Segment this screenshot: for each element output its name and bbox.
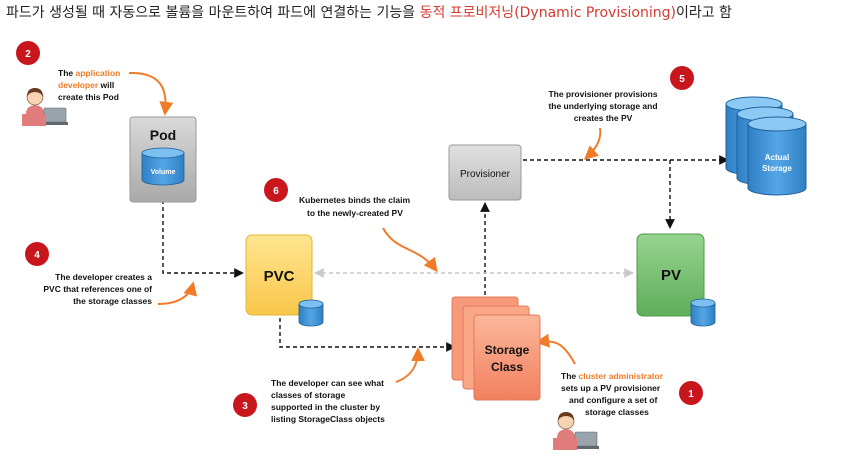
svg-text:3: 3	[242, 401, 248, 412]
pv-cylinder-icon	[690, 298, 716, 327]
step5-arrow	[583, 127, 602, 160]
pod-to-pvc-connector	[162, 200, 244, 278]
caption-text: 파드가 생성될 때 자동으로 볼륨을 마운트하여 파드에 연결하는 기능을	[6, 5, 420, 21]
step-badge-2: 2	[16, 41, 40, 65]
step1-text-line2: sets up a PV provisioner	[561, 383, 661, 393]
page-caption: 파드가 생성될 때 자동으로 볼륨을 마운트하여 파드에 연결하는 기능을 동적…	[6, 2, 732, 22]
pv-node: PV	[636, 233, 716, 327]
caption-text-end: 이라고 함	[675, 5, 732, 21]
step3-text-line2: classes of storage	[271, 390, 345, 400]
step2-text-line2: developer will	[58, 80, 114, 90]
svg-text:6: 6	[273, 186, 279, 197]
actual-storage-node: Actual Storage	[725, 96, 807, 196]
step-badge-4: 4	[25, 242, 49, 266]
step5-text-line3: creates the PV	[574, 113, 633, 123]
storage-class-label-line1: Storage	[485, 343, 530, 357]
step6-text-line1: Kubernetes binds the claim	[299, 195, 410, 205]
storage-class-node: Storage Class	[451, 296, 541, 401]
annotation-arrows	[128, 71, 602, 383]
svg-text:5: 5	[679, 74, 685, 85]
svg-text:2: 2	[25, 49, 31, 60]
step3-text-line4: listing StorageClass objects	[271, 414, 385, 424]
step4-text-line3: the storage classes	[73, 296, 152, 306]
svg-text:4: 4	[34, 250, 40, 261]
step4-text-line2: PVC that references one of	[43, 284, 152, 294]
caption-highlight: 동적 프로비저닝(Dynamic Provisioning)	[419, 5, 676, 21]
storage-cylinder-icon	[747, 116, 807, 196]
developer-person-icon	[22, 88, 68, 126]
step1-text-line1: The cluster administrator	[561, 371, 664, 381]
volume-cylinder-icon	[141, 147, 185, 186]
svg-text:1: 1	[688, 389, 694, 400]
step1-text-line3: and configure a set of	[569, 395, 657, 405]
connectors	[162, 155, 729, 352]
pvc-cylinder-icon	[298, 299, 324, 327]
pod-label: Pod	[150, 127, 176, 143]
storage-class-label-line2: Class	[491, 360, 523, 374]
pod-node: Pod Volume	[129, 116, 197, 203]
provisioner-label: Provisioner	[460, 169, 511, 180]
step-badge-6: 6	[264, 178, 288, 202]
step5-text-line1: The provisioner provisions	[548, 89, 657, 99]
volume-label: Volume	[151, 169, 176, 176]
pvc-to-storageclass-connector	[279, 318, 456, 352]
step3-text-line1: The developer can see what	[271, 378, 384, 388]
step6-text-line2: to the newly-created PV	[307, 208, 403, 218]
annotations: The application developer will create th…	[43, 68, 663, 424]
step5-text-line2: the underlying storage and	[548, 101, 657, 111]
actual-storage-label-line1: Actual	[765, 153, 789, 162]
provisioning-diagram: Pod Volume PVC Provisioner Storage Class…	[16, 41, 807, 450]
step-badge-1: 1	[679, 381, 703, 405]
step-badges: 2 4 6 5 3 1	[16, 41, 703, 417]
provisioner-node: Provisioner	[448, 144, 522, 201]
step-badge-5: 5	[670, 66, 694, 90]
pv-label: PV	[661, 267, 681, 284]
step4-text-line1: The developer creates a	[55, 272, 152, 282]
actual-storage-label-line2: Storage	[762, 164, 792, 173]
step6-arrow	[382, 227, 438, 273]
step1-text-line4: storage classes	[585, 407, 649, 417]
step2-text-line1: The application	[58, 68, 120, 78]
step2-arrow	[128, 71, 174, 116]
administrator-person-icon	[553, 412, 599, 450]
pvc-node: PVC	[245, 234, 324, 327]
step3-text-line3: supported in the cluster by	[271, 402, 380, 412]
step-badge-3: 3	[233, 393, 257, 417]
step1-arrow	[535, 333, 576, 365]
pvc-label: PVC	[264, 268, 295, 285]
diagram-canvas: Pod Volume PVC Provisioner Storage Class…	[0, 24, 845, 462]
step2-text-line3: create this Pod	[58, 92, 119, 102]
step4-arrow	[157, 281, 198, 305]
step3-arrow	[395, 347, 425, 383]
